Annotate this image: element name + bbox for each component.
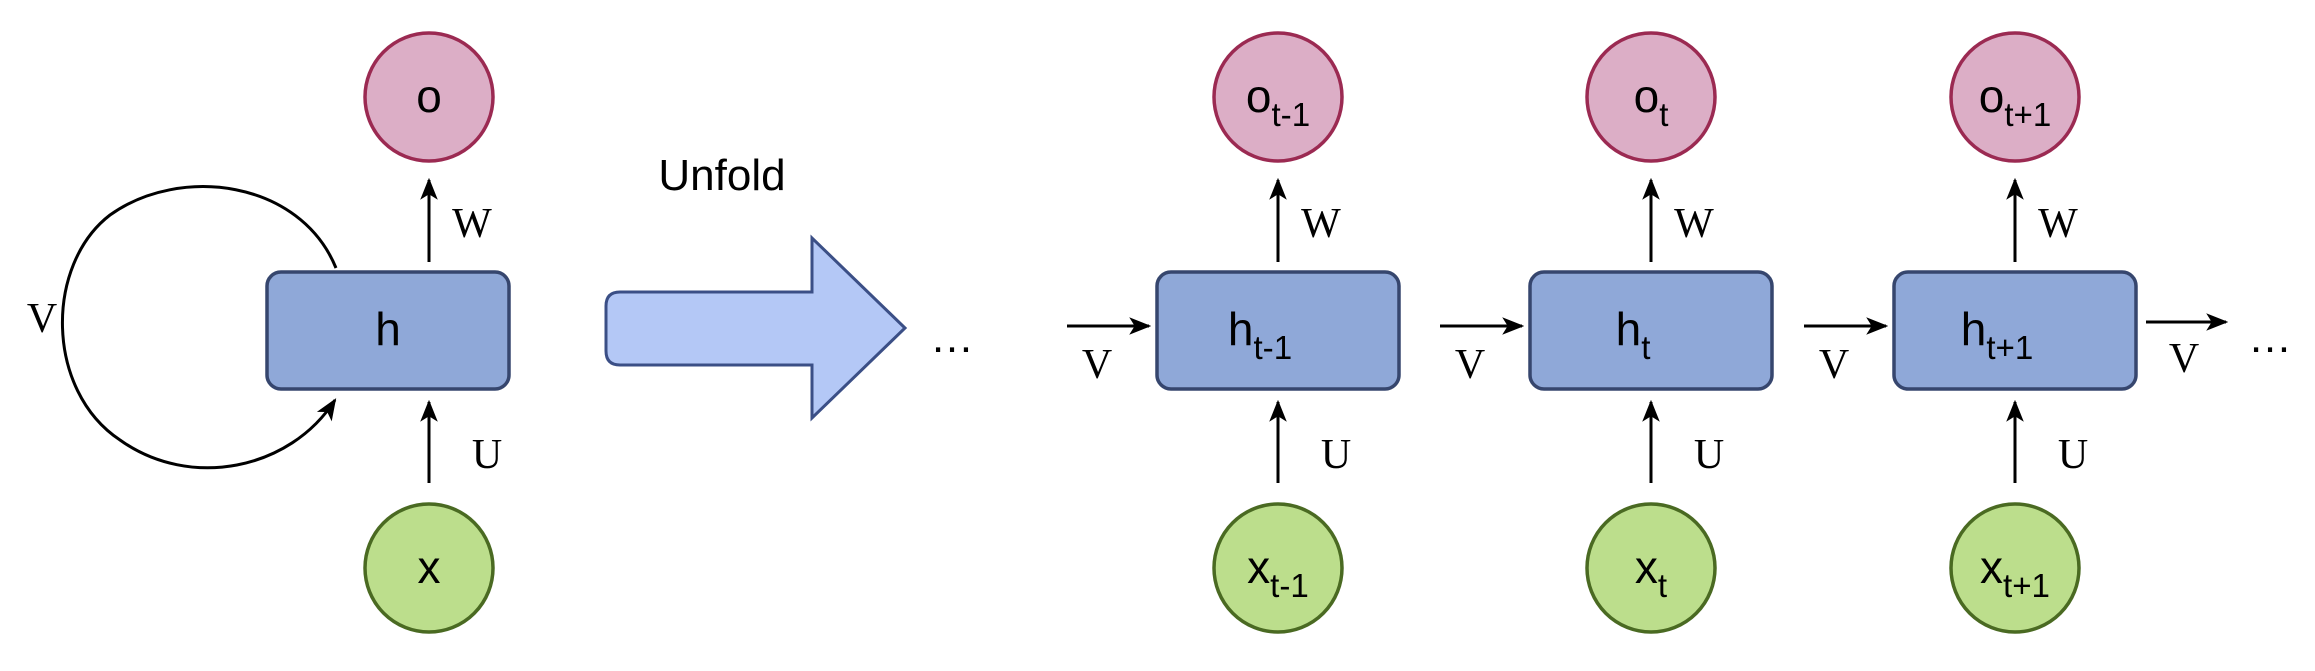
unfold-arrow [604,234,908,422]
hidden-state-label-0: ht-1 [1228,303,1292,367]
hidden-state-box [265,270,511,391]
output-node-0 [1212,31,1344,163]
w-weight-label-2: W [2038,201,2078,247]
input-node-label-1: xt [1635,541,1667,605]
input-node-label-2: xt+1 [1980,541,2050,605]
recurrent-loop-edge [61,185,338,470]
output-node [363,31,495,163]
input-node-1 [1585,502,1717,634]
hidden-state-label: h [375,303,401,355]
input-weight-label: U [472,432,502,478]
output-node-1 [1585,31,1717,163]
folded-rnn: V o W h U x [27,31,511,634]
u-weight-label-2: U [2058,432,2088,478]
hidden-state-box-1 [1528,270,1774,391]
unfold-transition: Unfold [604,151,908,422]
input-node-2 [1949,502,2081,634]
output-node-label: o [416,70,442,122]
ellipsis-right: … [2248,313,2292,362]
output-weight-label: W [452,201,492,247]
hidden-state-box-2 [1892,270,2138,391]
w-weight-label-0: W [1301,201,1341,247]
loop-weight-label: V [27,296,57,342]
v-weight-label-1: V [1455,342,1485,388]
u-weight-label-0: U [1321,432,1351,478]
unfold-label: Unfold [658,151,785,200]
hidden-state-box-0 [1155,270,1401,391]
input-node-label-0: xt-1 [1247,541,1309,605]
v-weight-label-last: V [2169,336,2199,382]
output-node-label-2: ot+1 [1979,70,2052,134]
u-weight-label-1: U [1694,432,1724,478]
input-node-label: x [418,541,441,593]
output-node-label-0: ot-1 [1246,70,1310,134]
hidden-state-label-2: ht+1 [1961,303,2034,367]
input-node [363,502,495,634]
v-weight-label-2: V [1819,342,1849,388]
hidden-state-label-1: ht [1616,303,1651,367]
output-node-label-1: ot [1634,70,1669,134]
output-node-2 [1949,31,2081,163]
ellipsis-left: … [930,313,974,362]
input-node-0 [1212,502,1344,634]
w-weight-label-1: W [1674,201,1714,247]
v-weight-label-0: V [1082,342,1112,388]
